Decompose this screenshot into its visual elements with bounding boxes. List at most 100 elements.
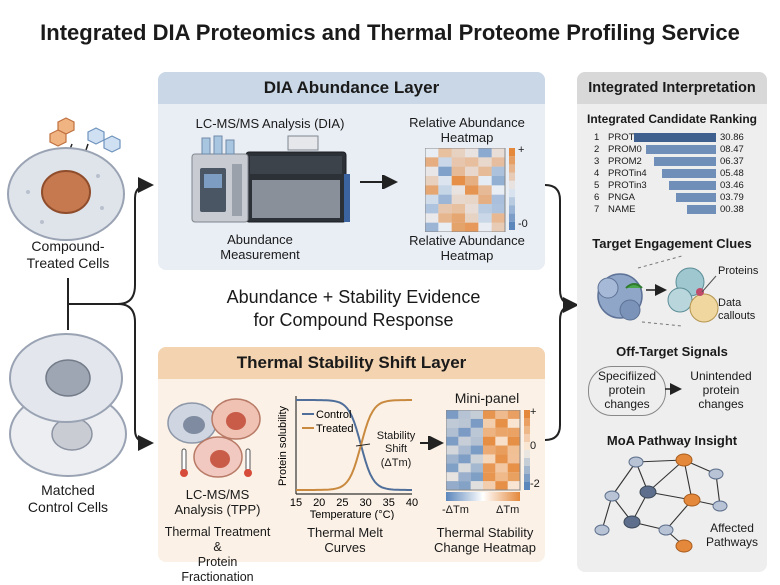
heatmap-cell: [491, 213, 505, 223]
heatmap-cell: [483, 410, 496, 419]
delta-right-label: ΔTm: [496, 504, 520, 516]
ranking-score: 05.48: [720, 168, 744, 179]
heatmap-cell: [495, 454, 508, 464]
shift-pointer: [355, 443, 371, 447]
heatmap-cell: [458, 454, 471, 464]
heatmap-cell: [483, 472, 496, 482]
heatmap-cell: [451, 176, 465, 186]
heatmap-cell: [438, 204, 452, 214]
legend-treated-label: Treated: [316, 423, 354, 435]
heatmap-cell: [446, 463, 459, 473]
heatmap-cell: [425, 148, 438, 157]
heatmap-cell: [425, 176, 439, 186]
tpp-arrow-icon: [420, 436, 444, 450]
evidence-summary-text: Abundance + Stability Evidence for Compo…: [226, 287, 481, 330]
heatmap-cell: [492, 185, 505, 194]
heatmap-cell: [438, 176, 452, 186]
ranking-name: PROM0: [608, 144, 642, 155]
heatmap-cell: [478, 148, 492, 158]
heatmap-cell: [483, 418, 496, 428]
heatmap-cell: [495, 463, 508, 473]
dia-panel-header: DIA Abundance Layer: [158, 72, 545, 104]
heatmap-cell: [483, 481, 496, 490]
heatmap-cell: [491, 148, 505, 158]
heatmap-cell: [470, 427, 483, 437]
colorbar-segment: [509, 197, 515, 206]
colorbar-segment: [524, 434, 530, 442]
tpp-panel-header: Thermal Stability Shift Layer: [158, 347, 545, 379]
y-axis-label: Protein solubility: [277, 405, 289, 486]
heatmap-cell: [438, 194, 452, 204]
heatmap-cell: [507, 427, 520, 437]
heatmap-cell: [491, 157, 505, 167]
heatmap-cell: [483, 454, 496, 464]
ranking-rank: 7: [594, 204, 600, 215]
colorbar-segment: [524, 450, 530, 458]
heatmap-cell: [446, 481, 459, 490]
heatmap-cell: [451, 194, 465, 204]
colorbar-segment: [509, 148, 515, 157]
heatmap-cell: [470, 454, 483, 464]
thermal-stability-heatmap-caption: Thermal Stability Change Heatmap: [434, 525, 536, 555]
heatmap-cell: [425, 166, 439, 176]
ranking-rank: 1: [594, 132, 600, 143]
heatmap-cell: [507, 410, 520, 419]
dia-scale-minus: -0: [518, 218, 528, 230]
heatmap-cell: [495, 472, 508, 482]
heatmap-cell: [438, 148, 452, 158]
tpp-scale-minus: -2: [530, 478, 540, 490]
x-axis-label: Temperature (°C): [310, 509, 394, 520]
ranking-name: PNGA: [608, 192, 635, 203]
x-tick-label: 25: [336, 497, 348, 509]
matched-control-cell-icon: [9, 333, 127, 477]
ranking-score: 08.47: [720, 144, 744, 155]
page-title: Integrated DIA Proteomics and Thermal Pr…: [40, 20, 740, 45]
heatmap-cell: [478, 213, 492, 223]
heatmap-cell: [451, 185, 465, 195]
ranking-name: PROTin3: [608, 180, 647, 191]
affected-pathways-label: Affected Pathways: [705, 521, 759, 549]
heatmap-cell: [425, 194, 439, 204]
heatmap-cell: [491, 222, 505, 232]
ranking-rank: 5: [594, 180, 600, 191]
heatmap-cell: [465, 176, 479, 186]
colorbar-segment: [524, 442, 530, 450]
heatmap-cell: [438, 223, 451, 232]
specified-changes-label: Specifiized protein changes: [597, 369, 657, 411]
heatmap-cell: [491, 166, 505, 176]
heatmap-frame: [446, 410, 521, 491]
heatmap-cell: [438, 185, 452, 195]
moa-title: MoA Pathway Insight: [606, 433, 738, 448]
ranking-bar: [669, 181, 716, 190]
heatmap-cell: [458, 445, 471, 455]
heatmap-cell: [470, 472, 483, 482]
moa-pathway-network-icon: [594, 453, 728, 553]
colorbar-segment: [509, 213, 515, 222]
heatmap-cell: [495, 481, 508, 490]
heatmap-cell: [507, 472, 520, 482]
heatmap-cell: [478, 204, 492, 214]
heatmap-cell: [446, 427, 459, 437]
integrated-interpretation-panel: Integrated Interpretation: [577, 72, 767, 572]
ranking-score: 03.79: [720, 192, 744, 203]
x-tick-label: 15: [290, 497, 302, 509]
heatmap-cell: [507, 418, 520, 428]
treated-melt-curve: [296, 399, 412, 491]
abundance-measurement-caption: Abundance Measurement: [220, 232, 300, 262]
heatmap-cell: [465, 204, 479, 214]
x-tick-label: 30: [359, 497, 371, 509]
heatmap-cell: [507, 454, 520, 464]
heatmap-cell: [446, 472, 459, 482]
mini-panel-label: Mini-panel: [454, 390, 520, 406]
heatmap-cell: [458, 481, 471, 490]
thermal-treatment-cells-icon: [167, 398, 261, 478]
data-callouts-label: Data callouts: [718, 297, 756, 322]
ranking-score: 00.38: [720, 204, 744, 215]
compound-treated-label: Compound- Treated Cells: [26, 238, 110, 271]
heatmap-cell: [446, 418, 459, 428]
compound-treated-cell-icon: [7, 117, 125, 241]
colorbar-segment: [509, 221, 515, 230]
heatmap-cell: [458, 472, 471, 482]
